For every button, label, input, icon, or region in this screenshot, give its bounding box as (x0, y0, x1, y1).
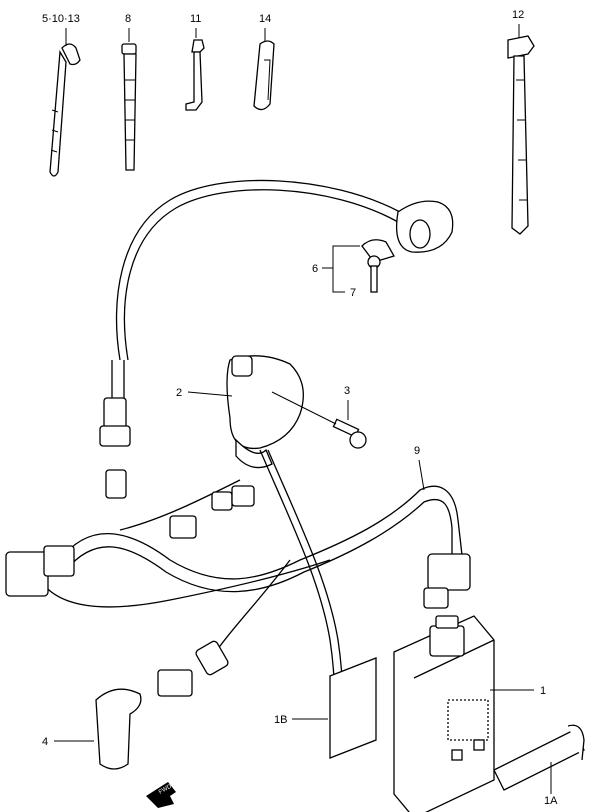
wire-clamp-part-11 (185, 39, 205, 111)
callout-5-10-13: 5·10·13 (42, 13, 80, 25)
long-cable-tie-part-12 (507, 35, 535, 235)
callout-2: 2 (176, 387, 182, 399)
band-part-1A (493, 724, 585, 791)
bolt-part-7 (367, 255, 381, 293)
harness-small-connectors (105, 469, 255, 539)
cushion-part-1B (329, 657, 377, 759)
callout-3: 3 (344, 385, 350, 397)
callout-7: 7 (350, 287, 356, 299)
harness-connector-left (5, 545, 75, 597)
main-wire-loop (115, 179, 401, 361)
cable-tie-clamp-part (49, 43, 81, 177)
plug-cap-part-4 (95, 688, 142, 770)
callout-14: 14 (259, 13, 271, 25)
callout-9: 9 (414, 445, 420, 457)
loop-end-connector (99, 397, 131, 447)
forward-direction-arrow: FWD (146, 782, 176, 808)
cable-tie-part-8 (121, 43, 137, 171)
cdi-unit-part-1 (393, 615, 495, 812)
harness-connector-right (423, 553, 471, 609)
spark-plug-lead-connector (157, 640, 229, 697)
wire-clip-part-14 (253, 40, 275, 111)
callout-6: 6 (312, 263, 318, 275)
callout-1B: 1B (274, 714, 287, 726)
bolt-part-3 (332, 418, 367, 449)
callout-1: 1 (540, 685, 546, 697)
callout-12: 12 (512, 9, 524, 21)
callout-11: 11 (190, 13, 201, 25)
ignition-coil-part-2 (226, 355, 304, 469)
wire-clamp-part-6 (361, 200, 454, 263)
callout-4: 4 (42, 736, 48, 748)
callout-8: 8 (125, 13, 131, 25)
callout-1A: 1A (544, 795, 558, 807)
